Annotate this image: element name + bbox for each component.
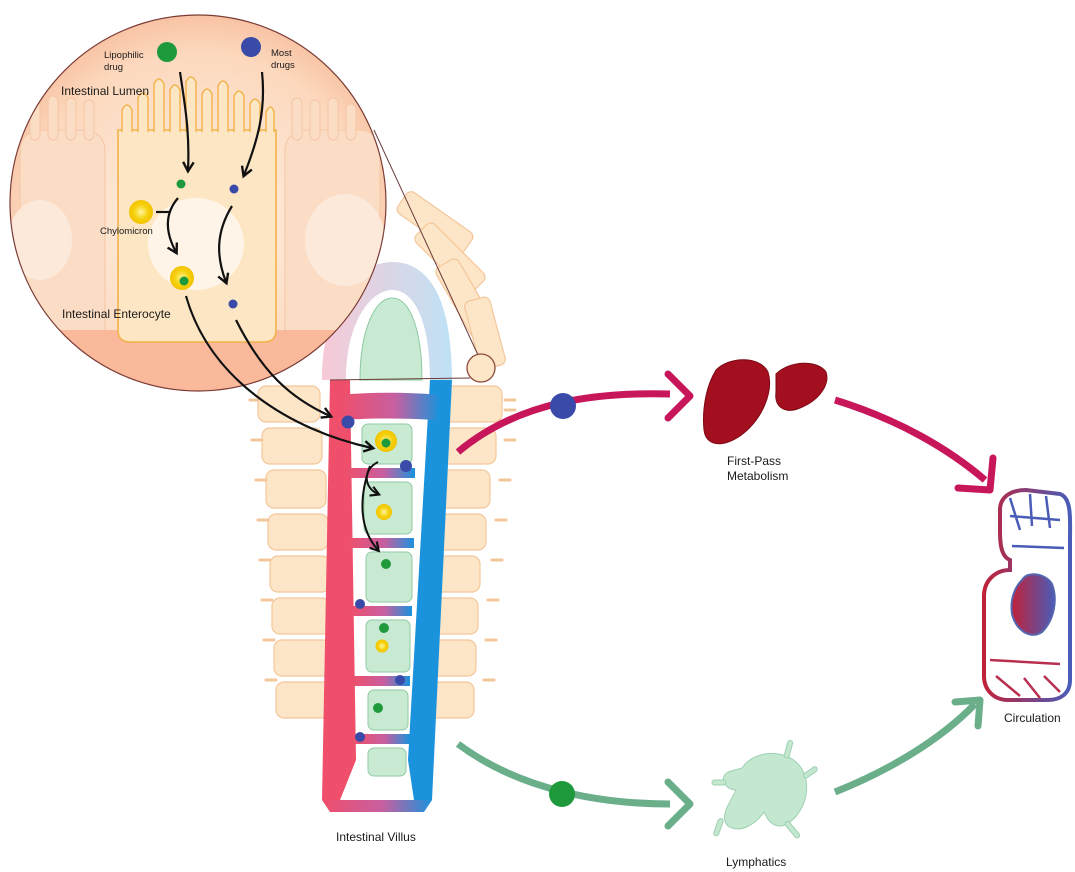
label-lipophilic-drug-1: Lipophilic (104, 50, 144, 61)
label-most-drugs-2: drugs (271, 60, 295, 71)
label-most-drugs-1: Most (271, 48, 292, 59)
zoom-source-circle (467, 354, 495, 382)
circulation-icon (984, 490, 1070, 700)
liver-icon (704, 360, 827, 444)
portal-drug-particle (550, 393, 576, 419)
label-intestinal-lumen: Intestinal Lumen (61, 84, 149, 98)
label-intestinal-villus: Intestinal Villus (336, 830, 416, 844)
label-intestinal-enterocyte: Intestinal Enterocyte (62, 307, 171, 321)
lymph-node-icon (712, 740, 818, 839)
label-first-pass-1: First-Pass (727, 454, 781, 468)
label-chylomicron: Chylomicron (100, 226, 153, 237)
label-lymphatics: Lymphatics (726, 855, 786, 869)
label-first-pass-2: Metabolism (727, 469, 788, 483)
label-circulation: Circulation (1004, 711, 1061, 725)
lymph-drug-particle (549, 781, 575, 807)
lymph-route (458, 700, 980, 826)
most-drugs-legend (241, 37, 261, 57)
lipophilic-drug-legend (157, 42, 177, 62)
label-lipophilic-drug-2: drug (104, 62, 123, 73)
chylomicron-particle (129, 200, 153, 224)
